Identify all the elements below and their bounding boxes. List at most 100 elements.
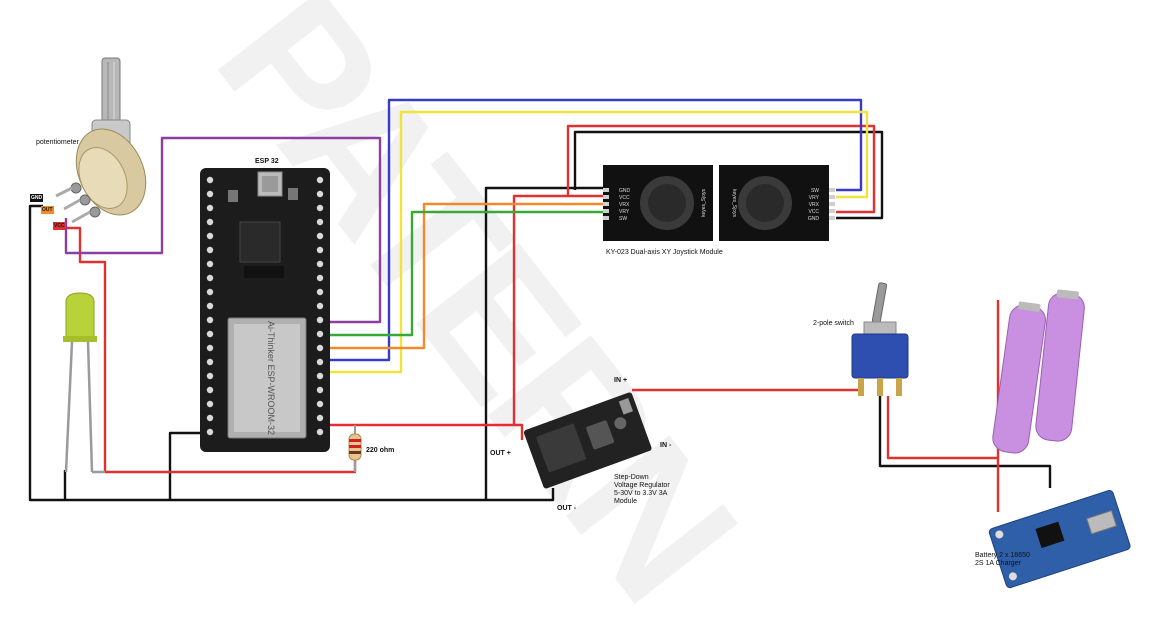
wire-vry	[330, 210, 605, 337]
esp-pin-left	[206, 414, 214, 422]
regulator-label: Step-Down Voltage Regulator 5-30V to 3.3…	[614, 474, 670, 505]
esp-pin-right	[316, 358, 324, 366]
esp-pin-left	[206, 218, 214, 226]
pot-pin-gnd: GND	[30, 194, 44, 202]
joystick-pin	[829, 195, 835, 199]
esp-pin-right	[316, 218, 324, 226]
joystick-brand-left: keyes_Sjoys	[701, 188, 707, 217]
esp-pin-left	[206, 274, 214, 282]
esp-pin-right	[316, 400, 324, 408]
two-pole-switch	[851, 282, 909, 396]
wire-sw	[330, 98, 863, 362]
esp-pin-left	[206, 428, 214, 436]
esp-pin-right	[316, 344, 324, 352]
potentiometer-label: potentiometer	[36, 139, 79, 146]
wire-vcc-joy-right	[566, 124, 876, 214]
esp-pin-left	[206, 190, 214, 198]
out-plus-label: OUT +	[490, 450, 511, 457]
joystick-pin-label: SW	[619, 216, 627, 222]
esp32-label: ESP 32	[255, 158, 279, 165]
esp-pin-right	[316, 386, 324, 394]
joystick-pin-label: VRY	[809, 195, 820, 201]
wire-switch-charger	[886, 300, 1000, 460]
joystick-pin-label: VCC	[808, 209, 819, 215]
joystick-brand-right: keyes_Sjoys	[731, 189, 737, 218]
joystick-pin	[603, 209, 609, 213]
esp-pin-right	[316, 316, 324, 324]
esp-pin-left	[206, 302, 214, 310]
esp-pin-right	[316, 428, 324, 436]
esp-pin-right	[316, 232, 324, 240]
wire-gnd-joy-right	[573, 130, 884, 220]
esp-pin-right	[316, 372, 324, 380]
esp-pin-left	[206, 330, 214, 338]
resistor	[348, 425, 362, 472]
esp-pin-left	[206, 344, 214, 352]
joystick-pin-label: VRX	[809, 202, 820, 208]
joystick-pin-label: VRY	[619, 209, 630, 215]
wires	[28, 98, 1052, 512]
joystick-pin-label: VCC	[619, 195, 630, 201]
esp-pin-right	[316, 260, 324, 268]
esp-pin-left	[206, 288, 214, 296]
battery-label: Battery 2 x 18650 2S 1A Charger	[975, 552, 1030, 567]
esp-pin-right	[316, 302, 324, 310]
wire-gnd-reg	[486, 488, 555, 502]
esp-pin-right	[316, 176, 324, 184]
esp-pin-left	[206, 316, 214, 324]
joystick-pin-label: VRX	[619, 202, 630, 208]
joystick-pin-label: GND	[808, 216, 820, 222]
joystick-pin	[829, 202, 835, 206]
esp-pin-left	[206, 232, 214, 240]
joystick-pin	[829, 188, 835, 192]
wire-pot-out	[64, 136, 382, 324]
esp-pin-left	[206, 260, 214, 268]
joystick-pin	[829, 209, 835, 213]
esp-pin-left	[206, 400, 214, 408]
esp-pin-right	[316, 246, 324, 254]
in-minus-label: IN -	[660, 442, 672, 449]
out-minus-label: OUT -	[557, 505, 577, 512]
wire-vry-right	[330, 110, 869, 374]
switch-label: 2-pole switch	[813, 320, 854, 327]
wire-vcc-esp	[330, 423, 524, 440]
wire-vrx	[330, 202, 605, 350]
pot-pin-vcc: VCC	[53, 222, 66, 230]
led	[63, 292, 105, 474]
esp-pin-right	[316, 204, 324, 212]
pot-pin-out: OUT	[41, 206, 54, 214]
joystick-pin	[829, 216, 835, 220]
esp-module-label: Ai-Thinker ESP-WROOM-32	[266, 321, 276, 435]
esp32-board: Ai-Thinker ESP-WROOM-32	[200, 168, 330, 452]
esp-pin-left	[206, 372, 214, 380]
esp-pin-right	[316, 288, 324, 296]
esp-pin-left	[206, 358, 214, 366]
wire-gnd-joy-left	[484, 186, 605, 500]
wire-vcc-joy-left	[512, 194, 605, 425]
step-down-regulator	[523, 392, 652, 489]
joystick-pin	[603, 202, 609, 206]
joystick-pin-label: GND	[619, 188, 631, 194]
wire-gnd-pot	[28, 204, 486, 502]
wire-gnd-esp	[168, 431, 210, 500]
esp-pin-right	[316, 414, 324, 422]
joystick-pin-label: SW	[811, 188, 819, 194]
wire-gnd-switch	[878, 396, 1052, 488]
esp-pin-right	[316, 330, 324, 338]
joystick-pin	[603, 216, 609, 220]
esp-pin-left	[206, 176, 214, 184]
resistor-label: 220 ohm	[366, 447, 395, 454]
potentiometer	[55, 57, 147, 224]
esp-pin-right	[316, 190, 324, 198]
esp-pin-left	[206, 386, 214, 394]
esp-pin-left	[206, 204, 214, 212]
joystick-pin	[603, 188, 609, 192]
joystick-pin	[603, 195, 609, 199]
batteries	[992, 289, 1085, 454]
charger-board	[988, 490, 1131, 589]
esp-pin-left	[206, 246, 214, 254]
in-plus-label: IN +	[614, 377, 628, 384]
